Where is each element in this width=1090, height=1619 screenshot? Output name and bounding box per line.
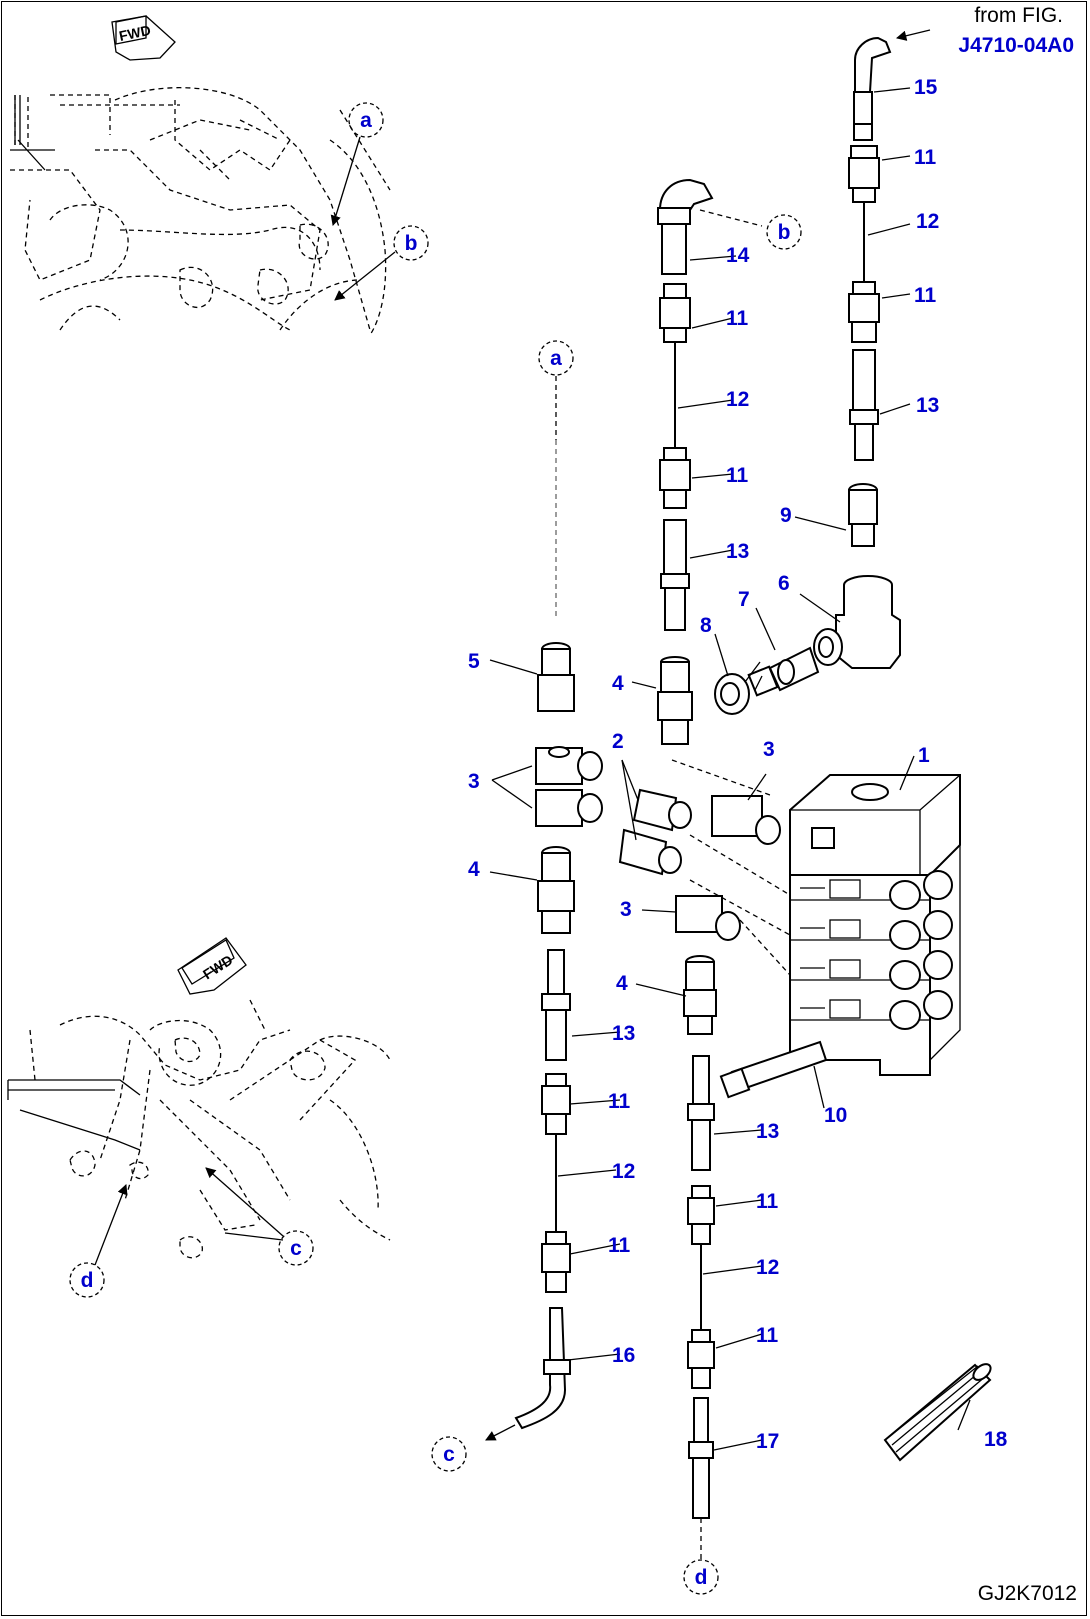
- label-part-10: 10: [824, 1104, 847, 1127]
- drawing-number: GJ2K7012: [978, 1582, 1077, 1605]
- label-part-12-a: 12: [916, 210, 939, 233]
- label-part-12-d: 12: [756, 1256, 779, 1279]
- label-part-18: 18: [984, 1428, 1008, 1451]
- label-part-4-c: 4: [616, 972, 628, 995]
- label-part-13-d: 13: [756, 1120, 779, 1143]
- label-part-8: 8: [700, 614, 712, 637]
- callout-d-left: d: [69, 1262, 105, 1298]
- label-part-12-b: 12: [726, 388, 749, 411]
- label-part-2: 2: [612, 730, 624, 753]
- callout-c-right: c: [431, 1436, 467, 1472]
- callout-a-top: a: [348, 102, 384, 138]
- label-part-13-a: 13: [916, 394, 939, 417]
- callout-d-left-text: d: [81, 1269, 94, 1292]
- label-part-11-a: 11: [914, 146, 937, 169]
- callout-d-right: d: [683, 1559, 719, 1595]
- hose-assembly-center: [618, 788, 781, 1560]
- label-part-6: 6: [778, 572, 790, 595]
- callout-a-top-text: a: [360, 109, 372, 132]
- hose-assembly-right: [813, 36, 901, 669]
- bolt: [719, 1040, 828, 1099]
- callout-c-left-text: c: [290, 1237, 302, 1260]
- label-part-15: 15: [914, 76, 938, 99]
- label-part-1: 1: [918, 744, 930, 767]
- fwd-marker-top: FWD: [111, 15, 176, 61]
- valve-block: [789, 774, 961, 1076]
- callout-b-top: b: [393, 225, 429, 261]
- callout-c-left: c: [278, 1230, 314, 1266]
- reference-prefix: from FIG.: [974, 4, 1063, 27]
- fwd-marker-bottom: FWD: [177, 937, 247, 995]
- label-part-11-b: 11: [914, 284, 937, 307]
- label-part-3-a: 3: [763, 738, 775, 761]
- label-part-17: 17: [756, 1430, 779, 1453]
- label-part-4-a: 4: [612, 672, 624, 695]
- fwd-text-top: FWD: [118, 22, 153, 44]
- label-part-11-g: 11: [756, 1190, 779, 1213]
- callout-d-right-text: d: [695, 1566, 708, 1589]
- callout-b-right-text: b: [778, 221, 791, 244]
- label-part-16: 16: [612, 1344, 635, 1367]
- label-part-11-d: 11: [726, 464, 749, 487]
- hose-assembly-left: [485, 376, 603, 1441]
- reference-figure: J4710-04A0: [958, 34, 1074, 57]
- label-part-11-h: 11: [756, 1324, 779, 1347]
- label-part-11-f: 11: [608, 1234, 631, 1257]
- label-part-11-e: 11: [608, 1090, 631, 1113]
- label-part-5: 5: [468, 650, 480, 673]
- valve-and-cap: [714, 646, 820, 715]
- label-part-13-c: 13: [612, 1022, 635, 1045]
- label-part-14: 14: [726, 244, 750, 267]
- label-part-9: 9: [780, 504, 792, 527]
- hose-assembly-middle: [657, 178, 714, 745]
- part-labels: 1 2 3 3 3 4 4 4 5 6 7 8 9 10 11 11 11 11…: [468, 76, 1008, 1453]
- callout-a-right: a: [538, 340, 574, 376]
- leader-lines: [489, 87, 971, 1451]
- callout-a-right-text: a: [550, 347, 562, 370]
- callout-b-top-text: b: [405, 232, 418, 255]
- label-part-7: 7: [738, 588, 750, 611]
- callout-c-right-text: c: [443, 1443, 455, 1466]
- label-part-13-b: 13: [726, 540, 749, 563]
- label-part-3-c: 3: [620, 898, 632, 921]
- label-part-4-b: 4: [468, 858, 480, 881]
- machine-sketch-top: FWD a b: [10, 15, 429, 336]
- filter-screen: [883, 1363, 992, 1462]
- label-part-3-b: 3: [468, 770, 480, 793]
- label-part-12-c: 12: [612, 1160, 635, 1183]
- callout-b-right: b: [766, 214, 802, 250]
- label-part-11-c: 11: [726, 307, 749, 330]
- machine-sketch-bottom: FWD c d: [7, 937, 391, 1298]
